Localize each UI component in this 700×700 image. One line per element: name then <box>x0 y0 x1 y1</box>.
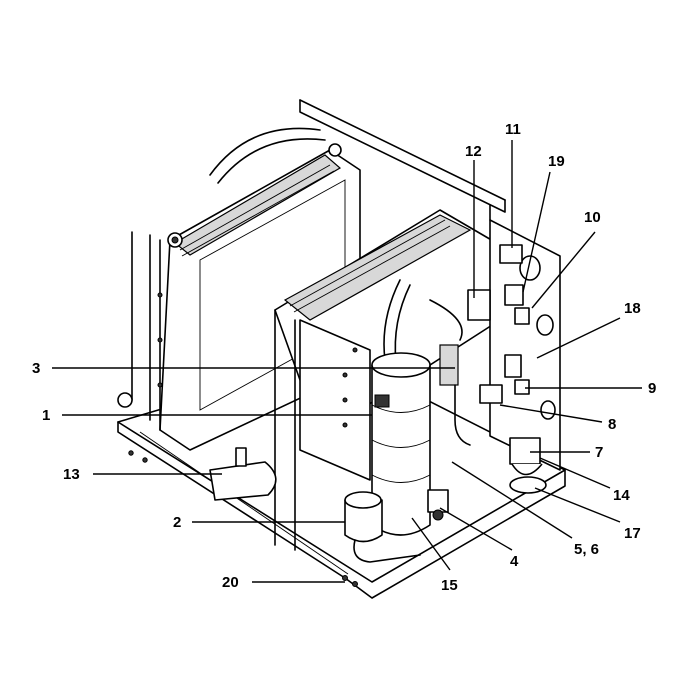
callout-13: 13 <box>63 466 80 483</box>
callout-18: 18 <box>624 300 641 317</box>
callout-12: 12 <box>465 143 482 160</box>
callout-20: 20 <box>222 574 239 591</box>
filter-drier <box>209 447 277 501</box>
callout-11: 11 <box>505 121 521 138</box>
callout-15: 15 <box>441 577 458 594</box>
valve-assembly <box>439 244 530 446</box>
callout-17: 17 <box>624 525 641 542</box>
callouts: 1 2 3 4 5, 6 7 8 9 10 11 12 13 1 <box>32 121 656 594</box>
callout-1: 1 <box>42 407 50 424</box>
callout-14: 14 <box>613 487 630 504</box>
solenoid-valve <box>509 437 547 494</box>
callout-19: 19 <box>548 153 565 170</box>
receiver-tank <box>344 491 421 563</box>
back-frame <box>131 99 506 401</box>
callout-7: 7 <box>595 444 603 461</box>
front-coil <box>274 209 501 551</box>
service-valve <box>427 489 449 521</box>
compressor <box>371 352 431 536</box>
callout-4: 4 <box>510 553 519 570</box>
callout-9: 9 <box>648 380 656 397</box>
callout-3: 3 <box>32 360 40 377</box>
callout-2: 2 <box>173 514 181 531</box>
callout-5-6: 5, 6 <box>574 541 599 558</box>
right-side-panel <box>489 219 561 471</box>
callout-10: 10 <box>584 209 601 226</box>
callout-8: 8 <box>608 416 616 433</box>
